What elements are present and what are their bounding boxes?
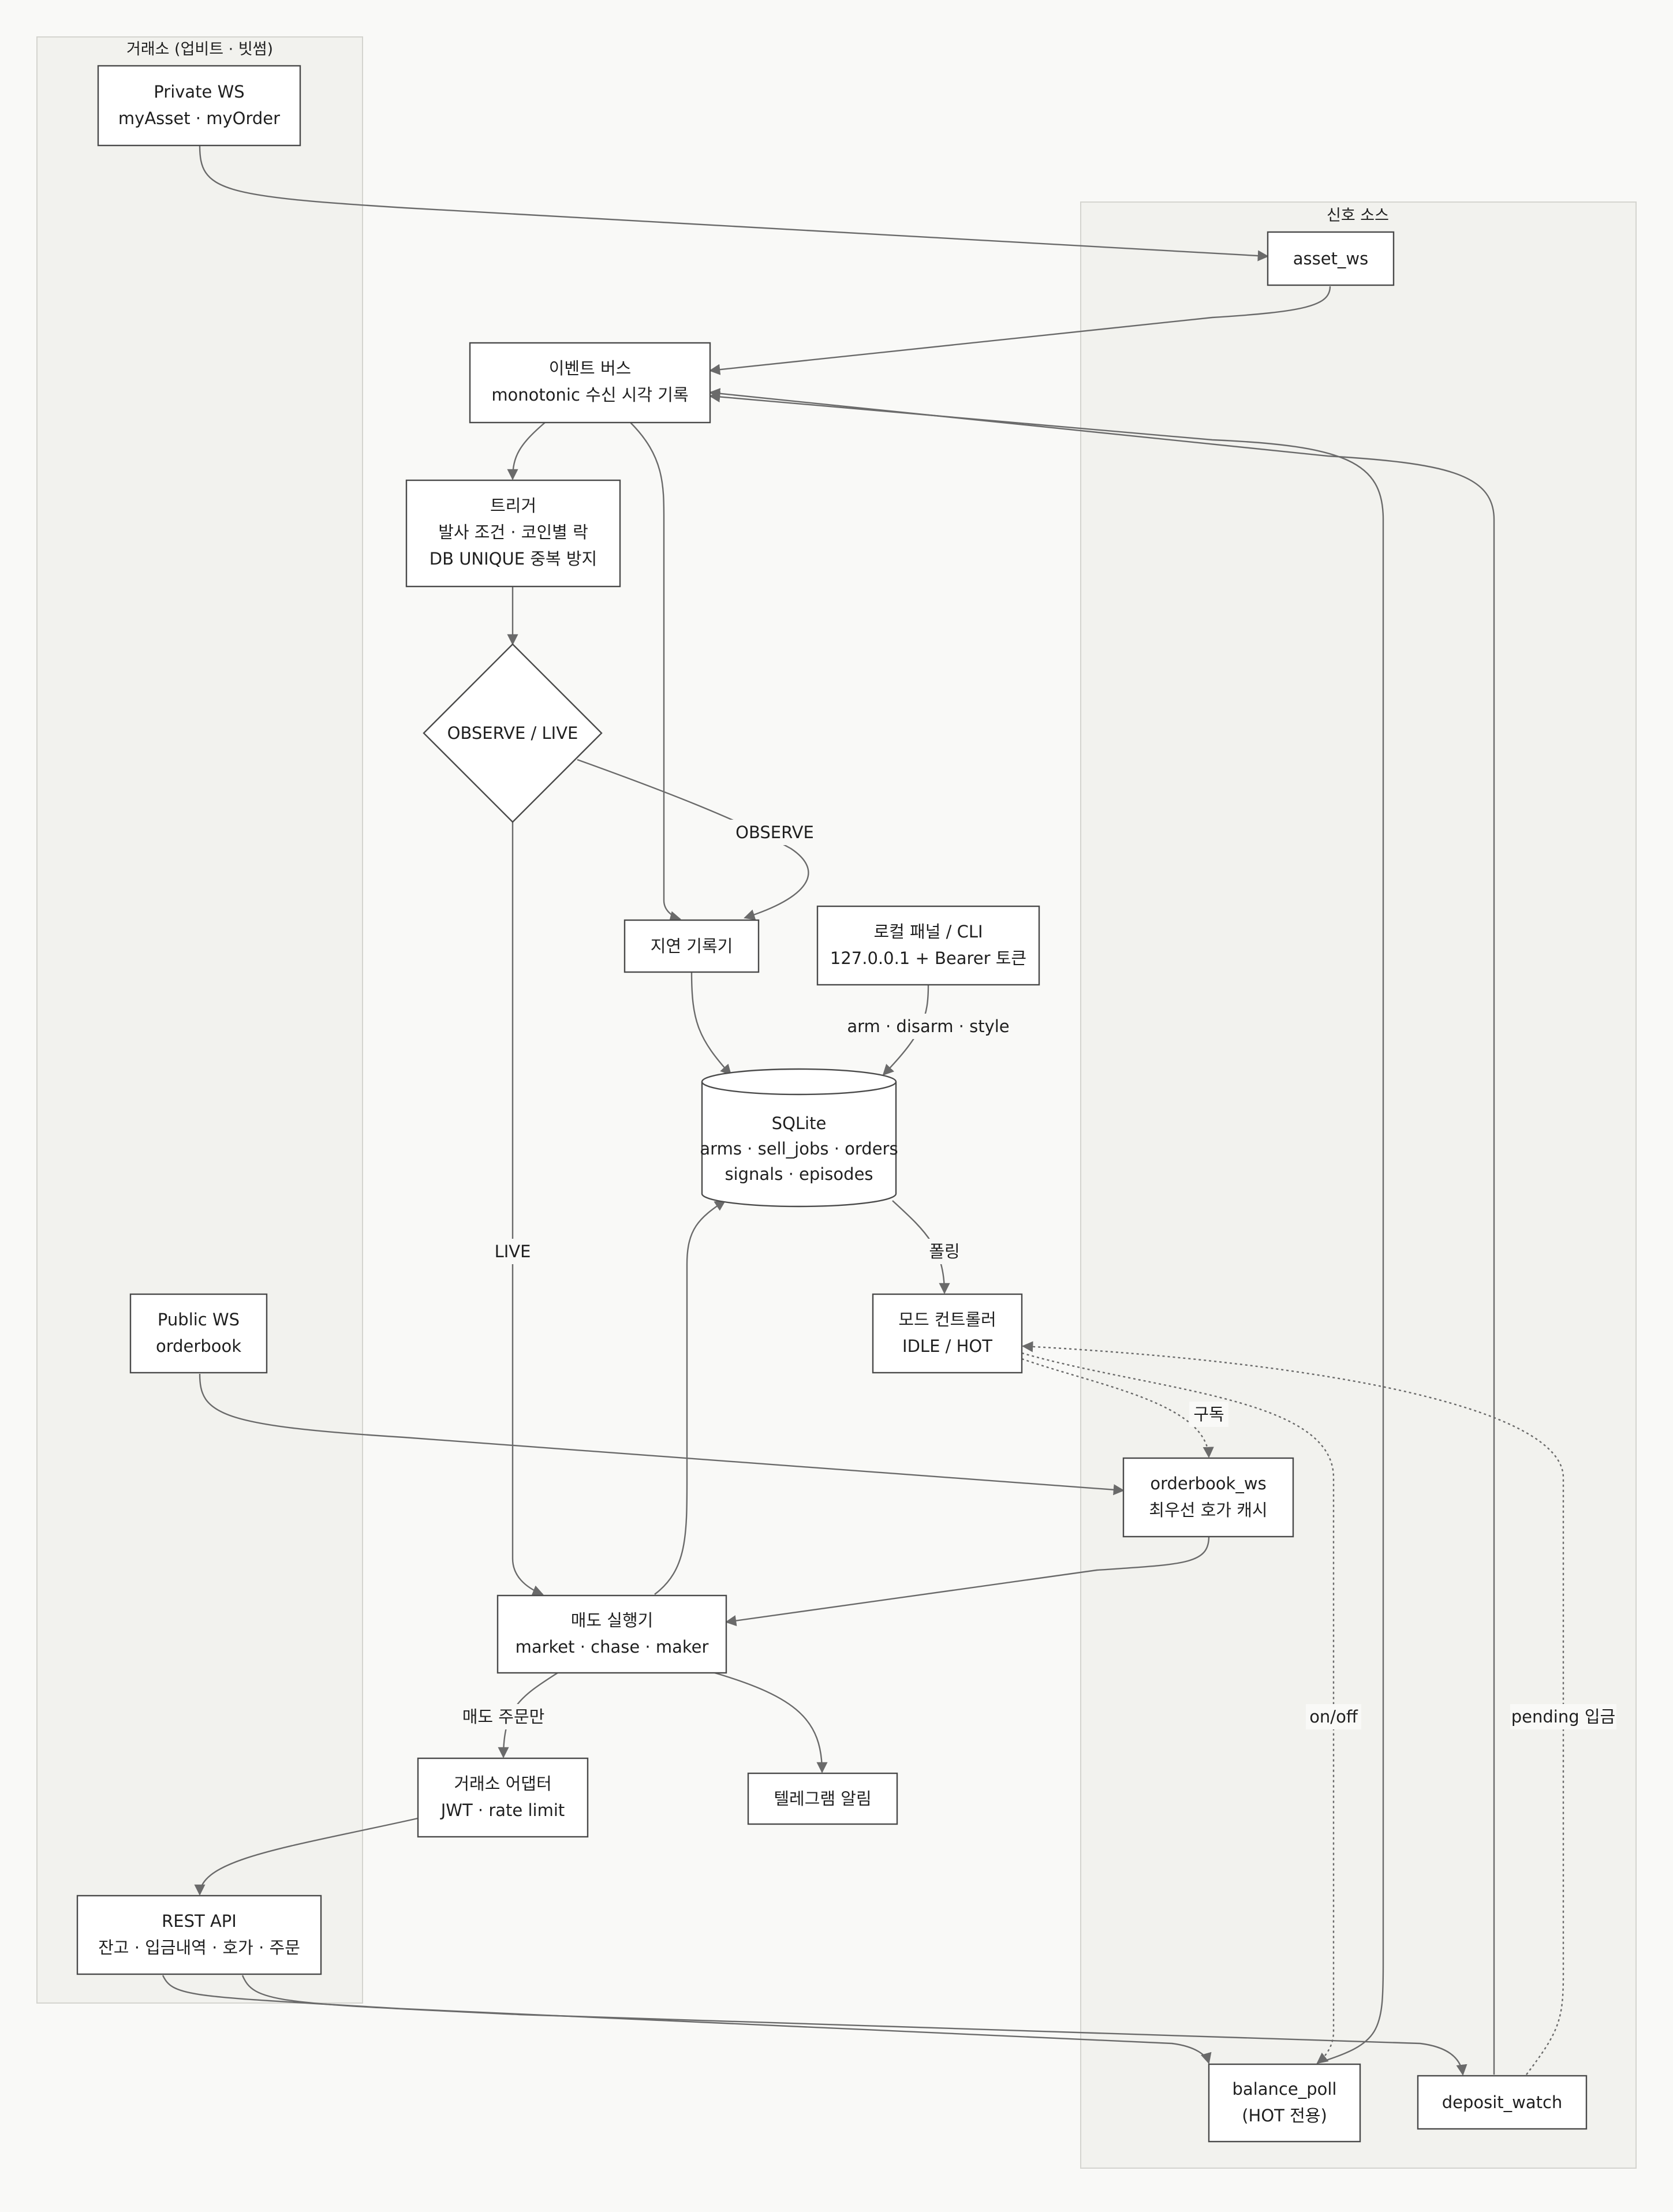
node-private-ws-line-2: myAsset · myOrder	[118, 109, 280, 128]
node-mode-decision-line-1: OBSERVE / LIVE	[447, 723, 578, 743]
cluster-signal-source: 신호 소스	[1080, 201, 1637, 2169]
node-local-panel-line-1: 로컬 패널 / CLI	[873, 922, 983, 941]
node-trigger-line-2: 발사 조건 · 코인별 락	[438, 522, 588, 542]
edge-label-poll-text: 폴링	[929, 1242, 959, 1261]
edge-event-bus-to-trigger	[507, 422, 546, 480]
edge-label-arm: arm · disarm · style	[847, 1014, 1010, 1039]
node-private-ws-line-1: Private WS	[154, 82, 244, 102]
node-trigger-line-3: DB UNIQUE 중복 방지	[430, 549, 597, 569]
edge-balance-poll-to-event-bus	[709, 391, 1384, 2064]
node-sqlite-line-1: SQLite	[772, 1114, 827, 1133]
node-mode-controller-line-2: IDLE / HOT	[902, 1336, 992, 1356]
node-sqlite-line-2: arms · sell_jobs · orders	[700, 1139, 898, 1159]
edges	[162, 145, 1564, 2076]
cluster-signal-source-title: 신호 소스	[1327, 207, 1389, 225]
node-sell-executor: 매도 실행기 market · chase · maker	[496, 1594, 727, 1674]
edge-label-observe: OBSERVE	[730, 820, 820, 845]
node-public-ws-line-1: Public WS	[158, 1310, 240, 1329]
node-mode-decision: OBSERVE / LIVE	[423, 643, 603, 823]
edge-label-subscribe-text: 구독	[1193, 1404, 1224, 1424]
edge-asset-ws-to-event-bus	[709, 286, 1331, 375]
node-sqlite-line-3: signals · episodes	[725, 1164, 873, 1184]
node-asset-ws-line-1: asset_ws	[1293, 249, 1369, 268]
node-orderbook-ws-line-2: 최우선 호가 캐시	[1149, 1500, 1267, 1520]
edge-label-live: LIVE	[490, 1239, 536, 1264]
node-balance-poll-line-2: (HOT 전용)	[1242, 2106, 1327, 2125]
node-rest-api: REST API 잔고 · 입금내역 · 호가 · 주문	[76, 1895, 322, 1975]
edge-label-pending-text: pending 입금	[1511, 1707, 1615, 1727]
edge-deposit-watch-to-event-bus	[709, 388, 1495, 2075]
node-local-panel-line-2: 127.0.0.1 + Bearer 토큰	[830, 948, 1026, 968]
node-exchange-adapter-line-1: 거래소 어댑터	[454, 1774, 551, 1793]
node-private-ws: Private WS myAsset · myOrder	[97, 65, 301, 147]
edge-label-onoff: on/off	[1306, 1704, 1361, 1729]
edge-label-arm-text: arm · disarm · style	[847, 1017, 1009, 1036]
edge-sell-executor-to-telegram	[714, 1672, 828, 1773]
node-asset-ws: asset_ws	[1267, 231, 1395, 286]
edge-rest-api-to-deposit-watch	[241, 1975, 1467, 2076]
edge-rest-api-to-balance-poll	[162, 1975, 1212, 2064]
edge-label-observe-text: OBSERVE	[735, 823, 814, 842]
node-deposit-watch: deposit_watch	[1417, 2075, 1588, 2130]
node-rest-api-line-2: 잔고 · 입금내역 · 호가 · 주문	[98, 1938, 300, 1957]
node-orderbook-ws-line-1: orderbook_ws	[1150, 1474, 1266, 1493]
node-exchange-adapter: 거래소 어댑터 JWT · rate limit	[417, 1757, 589, 1838]
edge-decision-to-sell-executor	[511, 822, 544, 1596]
node-sell-executor-line-2: market · chase · maker	[516, 1637, 709, 1657]
node-telegram-line-1: 텔레그램 알림	[774, 1789, 871, 1809]
node-local-panel: 로컬 패널 / CLI 127.0.0.1 + Bearer 토큰	[816, 905, 1040, 986]
node-sell-executor-line-1: 매도 실행기	[571, 1611, 653, 1630]
node-deposit-watch-line-1: deposit_watch	[1442, 2093, 1563, 2112]
edge-label-subscribe: 구독	[1189, 1402, 1228, 1427]
node-orderbook-ws: orderbook_ws 최우선 호가 캐시	[1122, 1457, 1294, 1538]
node-public-ws: Public WS orderbook	[129, 1293, 268, 1374]
cluster-exchange: 거래소 (업비트 · 빗썸)	[36, 36, 363, 2004]
node-trigger: 트리거 발사 조건 · 코인별 락 DB UNIQUE 중복 방지	[405, 479, 621, 588]
edge-event-bus-to-latency-recorder	[630, 422, 681, 922]
node-mode-controller: 모드 컨트롤러 IDLE / HOT	[872, 1293, 1023, 1374]
edge-public-ws-to-orderbook-ws	[199, 1373, 1125, 1496]
node-latency-recorder-line-1: 지연 기록기	[651, 936, 733, 956]
node-event-bus-line-2: monotonic 수신 시각 기록	[491, 385, 688, 405]
node-rest-api-line-1: REST API	[162, 1911, 237, 1931]
edge-private-ws-to-asset-ws	[199, 145, 1269, 261]
node-latency-recorder: 지연 기록기	[623, 919, 760, 973]
edge-label-pending: pending 입금	[1510, 1704, 1616, 1729]
edge-label-sell-only: 매도 주문만	[457, 1704, 550, 1729]
edge-label-sell-only-text: 매도 주문만	[462, 1707, 545, 1727]
node-mode-controller-line-1: 모드 컨트롤러	[898, 1310, 996, 1329]
edge-label-poll: 폴링	[925, 1239, 964, 1264]
node-balance-poll-line-1: balance_poll	[1233, 2079, 1337, 2099]
node-public-ws-line-2: orderbook	[156, 1336, 241, 1356]
cluster-exchange-title: 거래소 (업비트 · 빗썸)	[126, 40, 273, 58]
node-sqlite: SQLite arms · sell_jobs · orders signals…	[700, 1068, 898, 1208]
edge-label-live-text: LIVE	[495, 1242, 531, 1261]
edge-sell-executor-to-sqlite	[654, 1200, 726, 1595]
edge-orderbook-ws-to-sell-executor	[725, 1536, 1210, 1627]
node-event-bus: 이벤트 버스 monotonic 수신 시각 기록	[469, 342, 711, 424]
edge-latency-recorder-to-sqlite	[690, 972, 732, 1076]
node-balance-poll: balance_poll (HOT 전용)	[1208, 2063, 1361, 2143]
edge-mode-controller-to-orderbook-ws	[1021, 1358, 1214, 1458]
edge-label-onoff-text: on/off	[1309, 1707, 1358, 1727]
node-event-bus-line-1: 이벤트 버스	[549, 358, 632, 378]
node-telegram: 텔레그램 알림	[747, 1772, 898, 1825]
edge-exchange-adapter-to-rest-api	[194, 1817, 419, 1896]
node-exchange-adapter-line-2: JWT · rate limit	[440, 1800, 565, 1820]
node-trigger-line-1: 트리거	[490, 496, 536, 515]
